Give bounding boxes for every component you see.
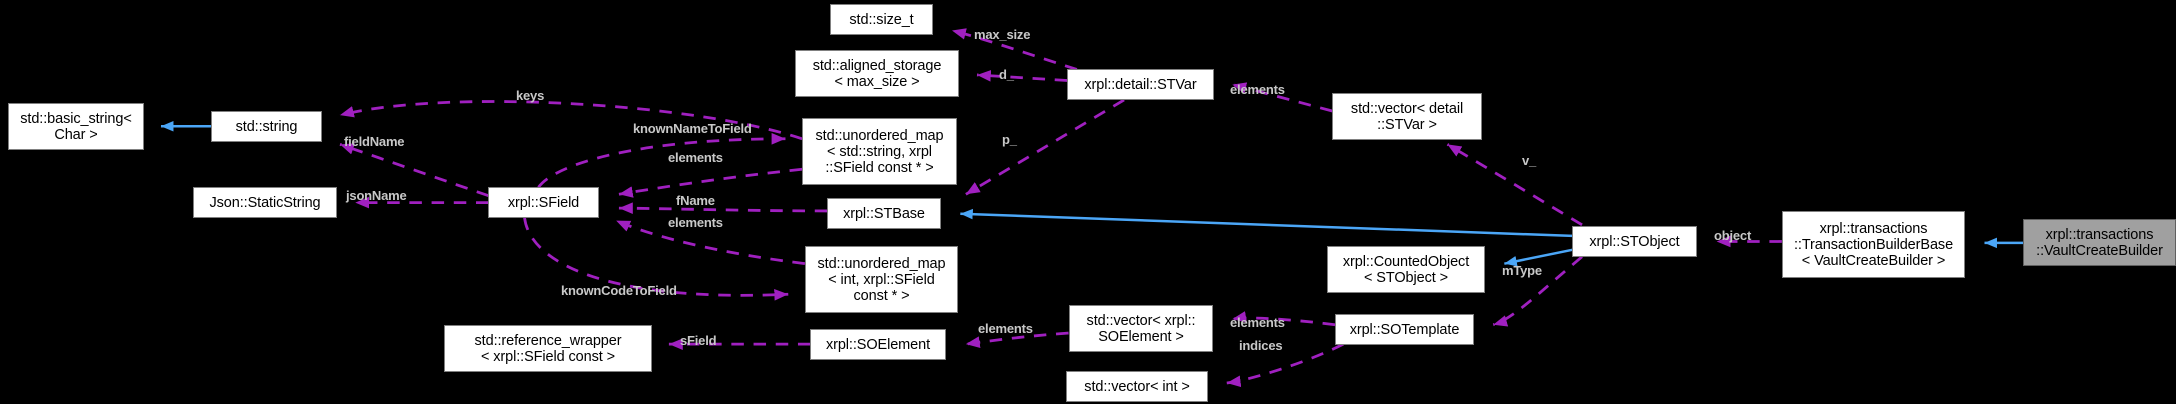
edge-label-v_: v_ xyxy=(1522,153,1537,168)
class-node-stvar[interactable]: xrpl::detail::STVar xyxy=(1067,69,1214,100)
edge-label-sField: sField xyxy=(680,333,717,348)
class-node-vec_int[interactable]: std::vector< int > xyxy=(1066,371,1208,402)
class-node-size_t[interactable]: std::size_t xyxy=(830,4,933,35)
edge-usage-p xyxy=(965,98,1125,196)
edge-usage-d xyxy=(976,69,1068,82)
edge-label-elements-2: elements xyxy=(668,215,723,230)
class-node-string[interactable]: std::string xyxy=(211,111,322,142)
edge-label-elements-1: elements xyxy=(668,150,723,165)
edge-usage-fieldname xyxy=(339,143,489,197)
edge-label-object: object xyxy=(1714,228,1752,243)
edge-label-max_size: max_size xyxy=(974,27,1031,42)
edge-label-elements-4: elements xyxy=(978,321,1033,336)
edge-label-knownCodeToField: knownCodeToField xyxy=(561,283,677,298)
edge-label-keys: keys xyxy=(516,88,545,103)
edge-label-indices: indices xyxy=(1239,338,1283,353)
edge-label-mType: mType xyxy=(1502,263,1542,278)
class-node-staticstring[interactable]: Json::StaticString xyxy=(193,187,337,218)
edge-usage-maxsize xyxy=(951,28,1078,71)
edge-label-fName: fName xyxy=(676,193,715,208)
edge-usage-elements-umapstring-sfield xyxy=(618,167,803,198)
class-node-vec_stvar[interactable]: std::vector< detail ::STVar > xyxy=(1332,93,1482,140)
class-node-aligned_storage[interactable]: std::aligned_storage < max_size > xyxy=(795,50,959,97)
edge-usage-knowncodetofield xyxy=(523,217,789,301)
class-node-vaultcreatebuilder[interactable]: xrpl::transactions ::VaultCreateBuilder xyxy=(2023,219,2176,266)
edge-usage-v xyxy=(1446,143,1583,227)
edge-inheritance-stobject-stbase xyxy=(960,208,1573,238)
edge-label-elements-3: elements xyxy=(1230,82,1285,97)
edge-label-fieldName: fieldName xyxy=(344,134,405,149)
class-node-stobject[interactable]: xrpl::STObject xyxy=(1572,226,1697,257)
edge-label-jsonName: jsonName xyxy=(346,188,407,203)
class-node-refwrapper[interactable]: std::reference_wrapper < xrpl::SField co… xyxy=(444,325,652,372)
class-node-stbase[interactable]: xrpl::STBase xyxy=(827,198,941,229)
class-node-basic_string[interactable]: std::basic_string< Char > xyxy=(8,103,144,150)
edge-label-knownNameToField: knownNameToField xyxy=(633,121,752,136)
class-node-umap_string[interactable]: std::unordered_map < std::string, xrpl :… xyxy=(802,118,957,185)
edge-usage-indices xyxy=(1226,342,1344,388)
class-node-txbuilderbase[interactable]: xrpl::transactions ::TransactionBuilderB… xyxy=(1782,211,1965,278)
edge-usage-mtype xyxy=(1492,255,1583,327)
edge-usage-elements-umapint-sfield xyxy=(615,219,806,266)
class-node-sfield[interactable]: xrpl::SField xyxy=(488,187,599,218)
edge-usage-keys xyxy=(339,100,803,141)
edge-label-d_: d_ xyxy=(999,67,1014,82)
class-node-soelement[interactable]: xrpl::SOElement xyxy=(810,329,946,360)
edge-usage-elements-vecsoelement-soelement xyxy=(965,331,1069,348)
class-node-umap_int[interactable]: std::unordered_map < int, xrpl::SField c… xyxy=(805,246,958,313)
edge-label-elements-5: elements xyxy=(1230,315,1285,330)
edge-usage-fname xyxy=(618,202,828,214)
edge-usage-elements-sotemplate-vec xyxy=(1232,311,1336,327)
edge-inheritance-stobject-countedobject xyxy=(1504,248,1573,267)
edge-usage-knownnametofield xyxy=(537,132,786,189)
edge-label-p_: p_ xyxy=(1002,132,1017,147)
class-node-sotemplate[interactable]: xrpl::SOTemplate xyxy=(1335,314,1474,345)
class-node-vec_soelement[interactable]: std::vector< xrpl:: SOElement > xyxy=(1069,305,1213,352)
class-node-countedobject[interactable]: xrpl::CountedObject < STObject > xyxy=(1327,246,1485,293)
edge-usage-elements-vecstvar-stvar xyxy=(1231,82,1333,113)
